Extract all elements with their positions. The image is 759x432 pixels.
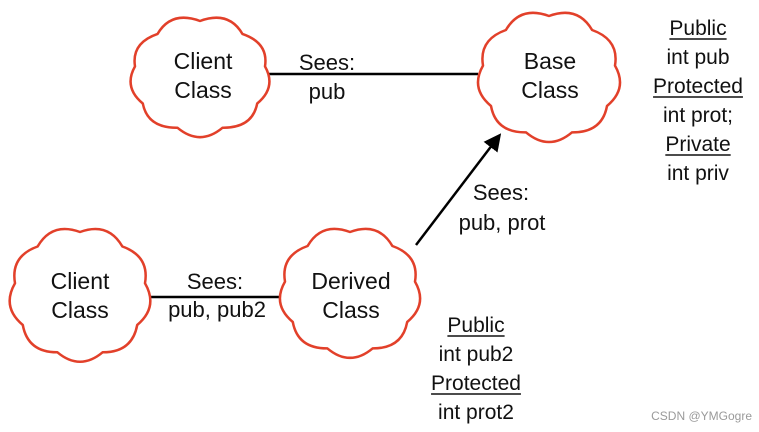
base-public-member: int pub	[666, 46, 729, 69]
edge-label-derived-line2: pub, prot	[459, 210, 546, 235]
cloud-derived	[278, 227, 422, 360]
derived-protected-member: int prot2	[438, 401, 514, 424]
cloud-client-bottom	[8, 227, 152, 363]
edge-derived-to-base	[415, 133, 502, 246]
base-label-line2: Class	[521, 77, 579, 103]
edge-label-client-top-line1: Sees:	[299, 50, 355, 75]
base-public-heading: Public	[669, 17, 726, 40]
client-top-label-line2: Class	[174, 77, 232, 103]
client-bottom-label-line1: Client	[51, 268, 110, 294]
base-private-heading: Private	[665, 133, 730, 156]
base-protected-heading: Protected	[653, 75, 743, 98]
base-protected-member: int prot;	[663, 104, 733, 127]
cloud-base	[476, 11, 622, 144]
edge-label-client-bottom-line2: pub, pub2	[168, 297, 266, 322]
watermark-text: CSDN @YMGogre	[651, 409, 752, 423]
base-label-line1: Base	[524, 48, 576, 74]
base-private-member: int priv	[667, 162, 729, 185]
edge-label-client-top-line2: pub	[309, 79, 346, 104]
derived-label-line1: Derived	[311, 268, 390, 294]
edge-label-derived-line1: Sees:	[473, 180, 529, 205]
derived-protected-heading: Protected	[431, 372, 521, 395]
cloud-client-top	[129, 16, 271, 139]
client-bottom-label-line2: Class	[51, 297, 109, 323]
derived-label-line2: Class	[322, 297, 380, 323]
derived-public-member: int pub2	[439, 343, 514, 366]
edge-label-client-bottom-line1: Sees:	[187, 269, 243, 294]
derived-public-heading: Public	[447, 314, 504, 337]
client-top-label-line1: Client	[174, 48, 233, 74]
